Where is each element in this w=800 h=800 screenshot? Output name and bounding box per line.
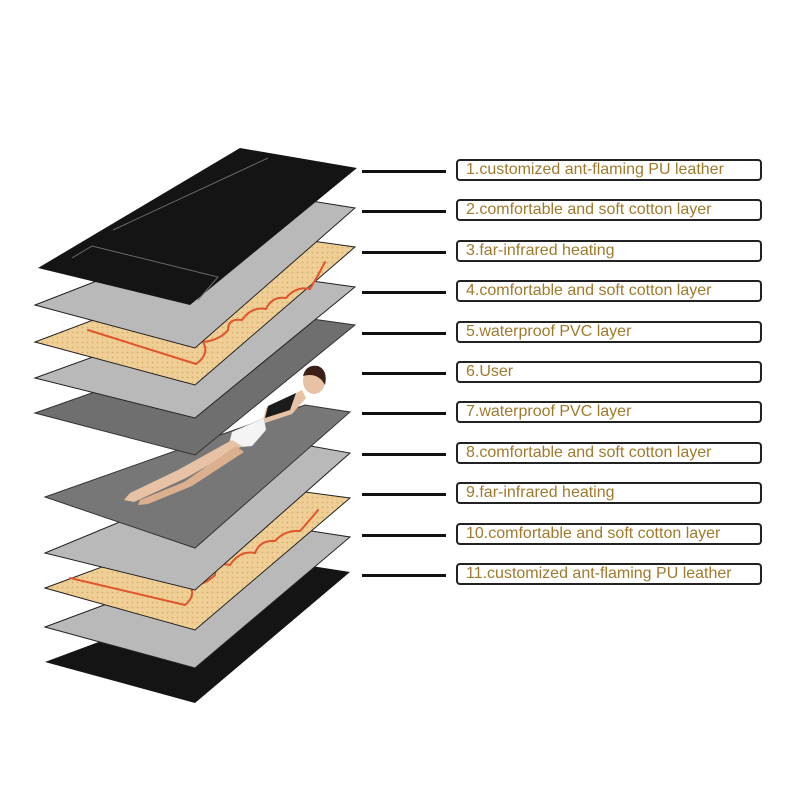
layer-label-10: 10.comfortable and soft cotton layer [456,523,762,545]
layer-label-11: 11.customized ant-flaming PU leather [456,563,762,585]
layer-label-6: 6.User [456,361,762,383]
layer-label-4: 4.comfortable and soft cotton layer [456,280,762,302]
layer-label-1: 1.customized ant-flaming PU leather [456,159,762,181]
layer-label-8: 8.comfortable and soft cotton layer [456,442,762,464]
leader-line [362,372,446,375]
leader-line [362,251,446,254]
layer-label-7: 7.waterproof PVC layer [456,401,762,423]
pillow-seam [71,245,219,301]
leader-line [362,170,446,173]
leader-line [362,291,446,294]
layer-label-3: 3.far-infrared heating [456,240,762,262]
leader-line [362,412,446,415]
user-leg-2 [138,446,244,505]
layer-pu-leather-top [38,148,357,305]
leader-line [362,210,446,213]
leader-line [362,534,446,537]
leader-line [362,332,446,335]
user-legs [124,440,242,502]
layer-label-5: 5.waterproof PVC layer [456,321,762,343]
seam-line [112,157,269,231]
layer-label-9: 9.far-infrared heating [456,482,762,504]
user-figure [124,365,326,505]
leader-line [362,574,446,577]
leader-line [362,453,446,456]
user-hair [303,365,326,385]
leader-line [362,493,446,496]
user-top [265,393,296,418]
layer-label-2: 2.comfortable and soft cotton layer [456,199,762,221]
heating-wire-3 [87,261,326,366]
